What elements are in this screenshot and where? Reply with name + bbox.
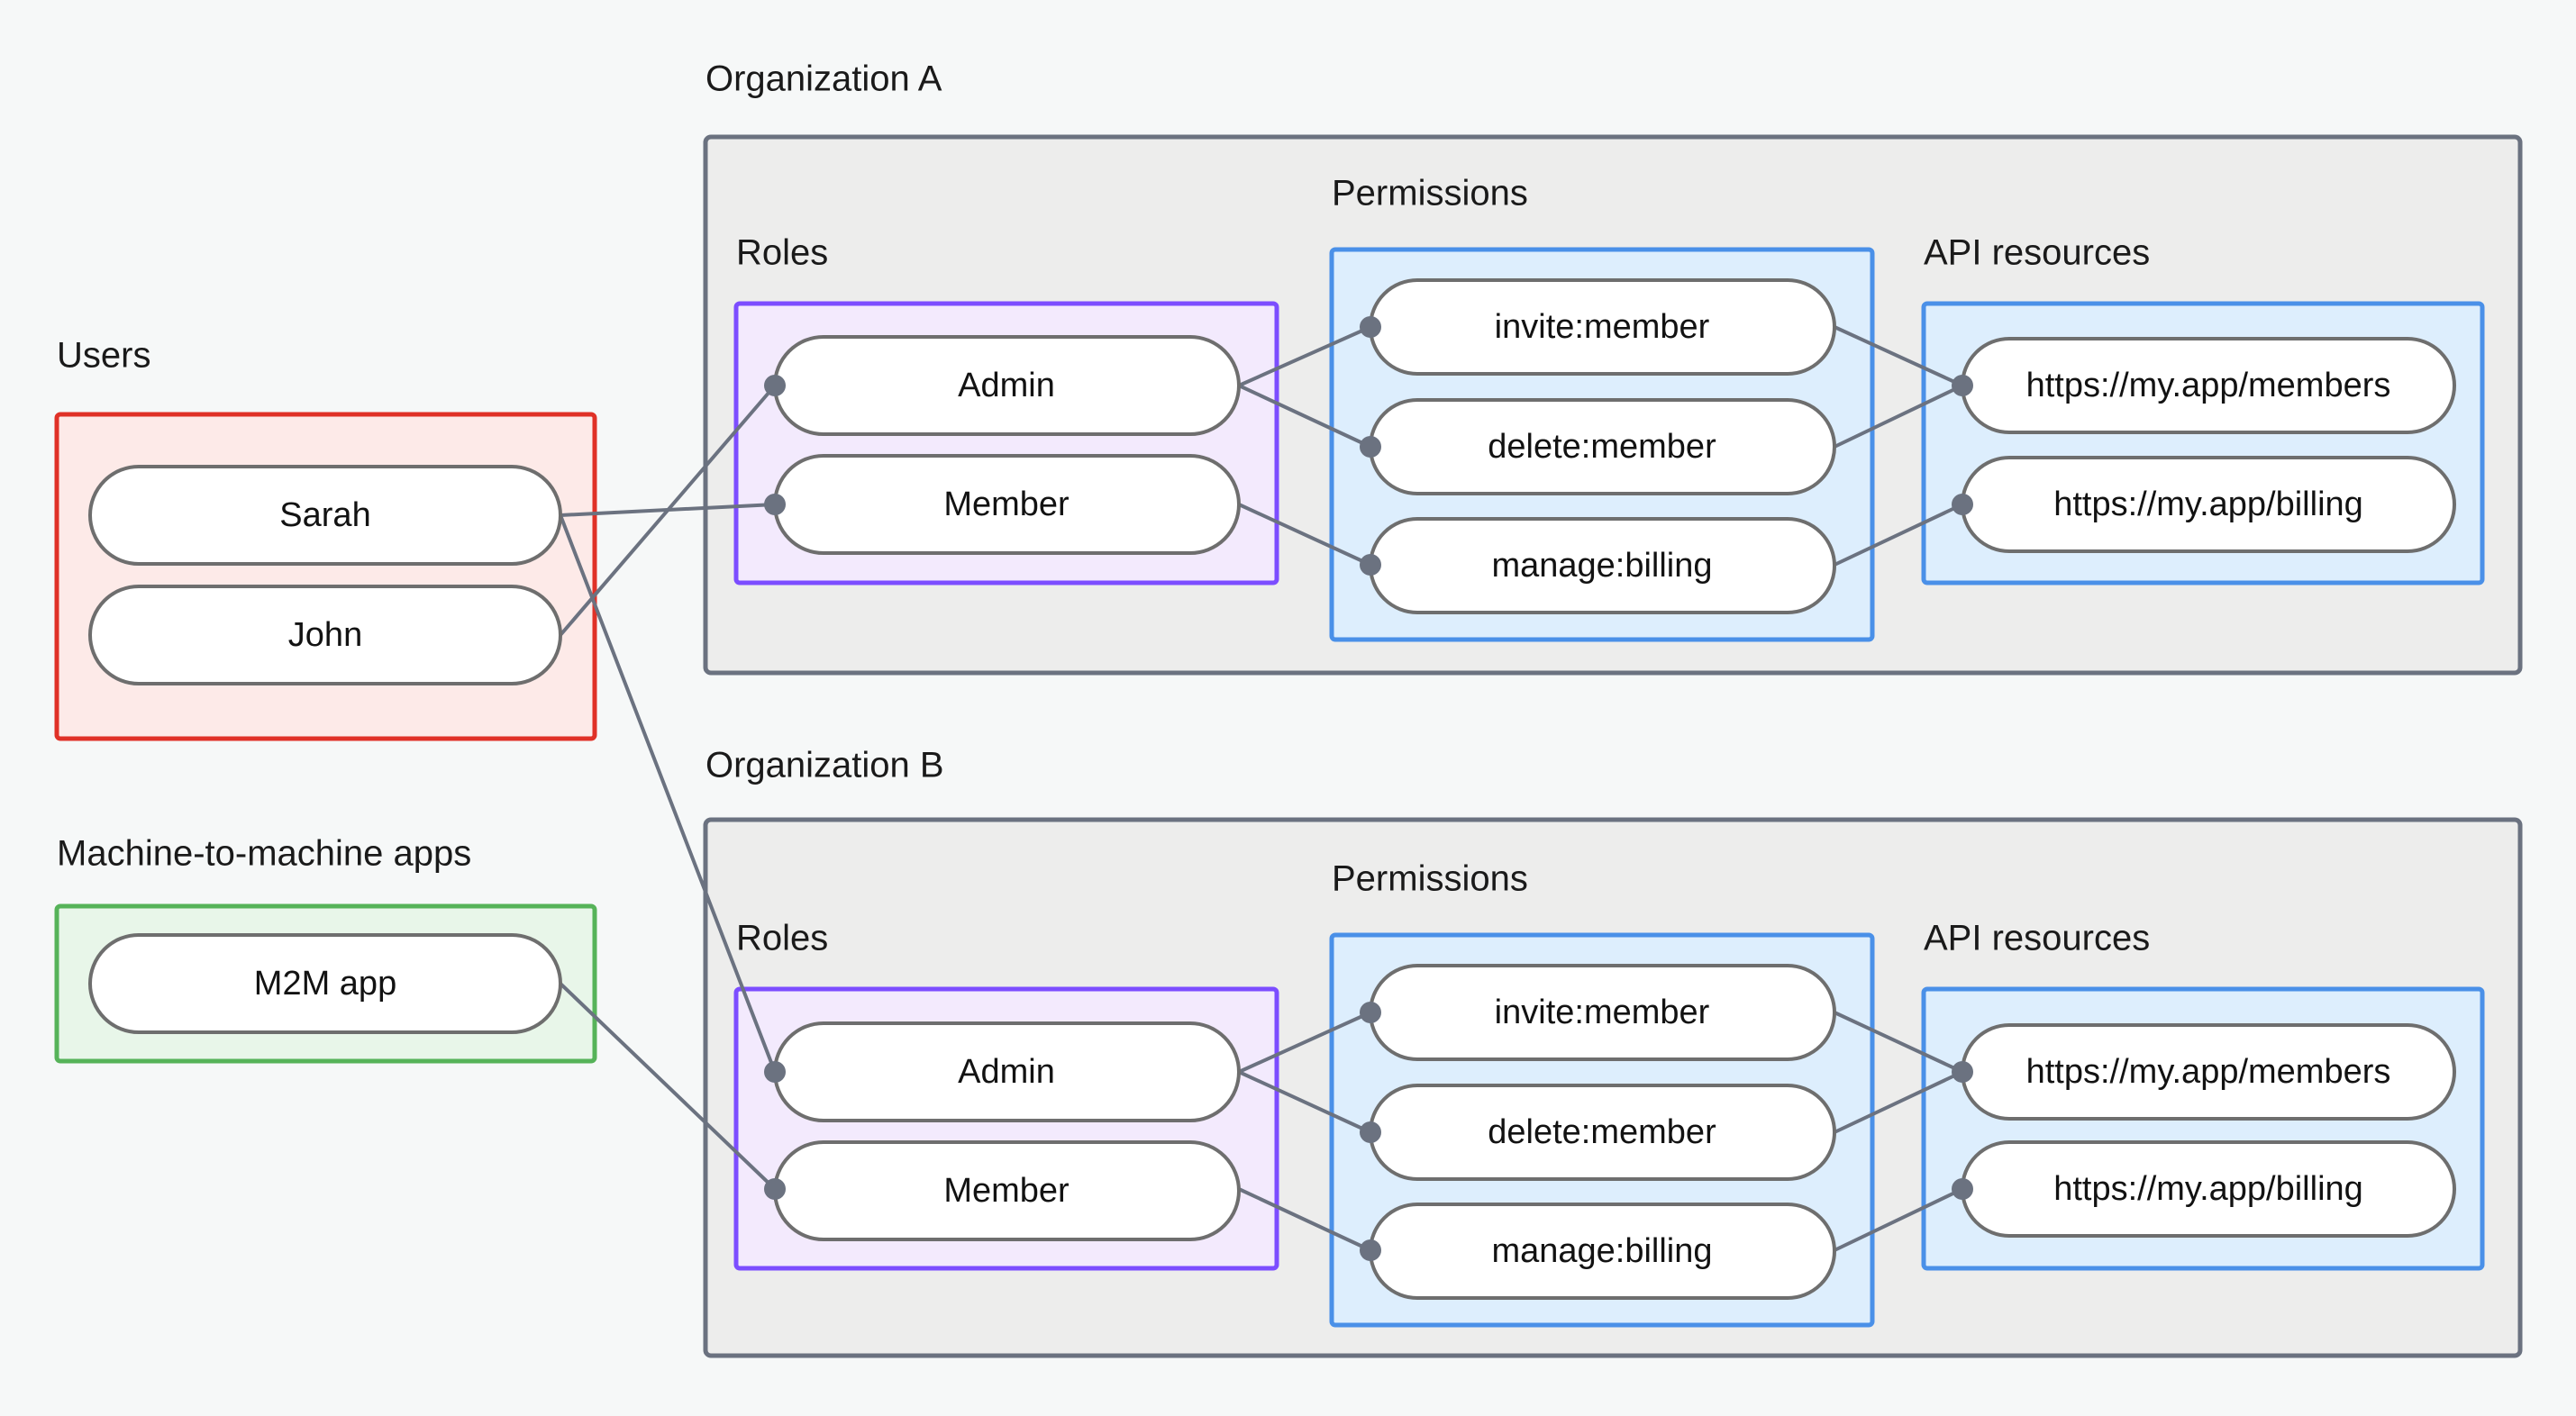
edge-m2m-member-b (559, 982, 777, 1191)
org-a-permission-pill-manage-billing-label: manage:billing (1491, 547, 1712, 585)
org-a-api-pill-members-label: https://my.app/members (2026, 367, 2391, 404)
org-b-api-pill-members[interactable]: https://my.app/members (1961, 1023, 2456, 1121)
edge-delete-a-members (1834, 384, 1963, 449)
edge-admin-a-delete (1238, 384, 1371, 449)
dot-api-billing-b-left (1952, 1178, 1973, 1200)
dot-billing-b-left (1360, 1239, 1381, 1261)
org-b-api-pill-members-label: https://my.app/members (2026, 1053, 2391, 1091)
m2m-pill-app[interactable]: M2M app (88, 933, 562, 1034)
org-b-permission-pill-manage-billing-label: manage:billing (1491, 1232, 1712, 1270)
dot-api-billing-a-left (1952, 494, 1973, 515)
org-b-role-pill-member[interactable]: Member (773, 1140, 1241, 1241)
org-b-permissions-title: Permissions (1332, 859, 1528, 899)
org-b-permission-pill-delete-member-label: delete:member (1488, 1113, 1716, 1151)
org-b-roles-title: Roles (736, 919, 828, 958)
edge-endpoint-dots (764, 316, 1973, 1261)
org-a-title: Organization A (705, 59, 942, 99)
org-b-role-pill-admin-label: Admin (958, 1053, 1055, 1091)
dot-delete-b-left (1360, 1121, 1381, 1143)
edge-invite-b-members (1834, 1011, 1963, 1074)
org-a-api-pill-members[interactable]: https://my.app/members (1961, 337, 2456, 434)
edges-layer (559, 325, 1963, 1252)
users-title: Users (57, 336, 150, 376)
org-b-permission-pill-delete-member[interactable]: delete:member (1369, 1084, 1836, 1181)
dot-invite-a-left (1360, 316, 1381, 338)
dot-api-members-a-left (1952, 375, 1973, 396)
dot-api-members-b-left (1952, 1061, 1973, 1083)
edge-admin-b-delete (1238, 1070, 1371, 1134)
dot-member-a-left (764, 494, 786, 515)
edge-invite-a-members (1834, 325, 1963, 387)
org-a-role-pill-member-label: Member (943, 486, 1070, 523)
user-pill-sarah-label: Sarah (279, 496, 370, 534)
org-a-permission-pill-delete-member-label: delete:member (1488, 428, 1716, 466)
org-b-title: Organization B (705, 746, 944, 785)
org-b-permission-pill-invite-member[interactable]: invite:member (1369, 964, 1836, 1061)
org-a-api-pill-billing[interactable]: https://my.app/billing (1961, 456, 2456, 553)
dot-member-b-left (764, 1178, 786, 1200)
org-b-api-pill-billing-label: https://my.app/billing (2053, 1170, 2363, 1208)
org-a-role-pill-admin-label: Admin (958, 367, 1055, 404)
edge-admin-b-invite (1238, 1011, 1371, 1074)
edge-member-a-billing (1238, 503, 1371, 567)
org-b-role-pill-admin[interactable]: Admin (773, 1021, 1241, 1122)
user-pill-john-label: John (288, 616, 362, 654)
org-b-role-pill-member-label: Member (943, 1172, 1070, 1210)
edge-admin-a-invite (1238, 325, 1371, 387)
m2m-pill-app-label: M2M app (254, 965, 396, 1003)
org-a-role-pill-member[interactable]: Member (773, 454, 1241, 555)
org-b-permission-pill-invite-member-label: invite:member (1495, 994, 1710, 1031)
edge-billing-b-billing (1834, 1187, 1963, 1252)
edge-sarah-admin-b (559, 514, 777, 1073)
org-a-permissions-title: Permissions (1332, 174, 1528, 213)
edge-billing-a-billing (1834, 503, 1963, 567)
dot-delete-a-left (1360, 436, 1381, 458)
users-box (54, 412, 597, 741)
edge-john-admin-a (559, 384, 777, 637)
user-pill-sarah[interactable]: Sarah (88, 465, 562, 566)
org-b-api-title: API resources (1924, 919, 2150, 958)
org-b-api-pill-billing[interactable]: https://my.app/billing (1961, 1140, 2456, 1238)
org-a-api-title: API resources (1924, 233, 2150, 273)
edge-member-b-billing (1238, 1187, 1371, 1252)
org-a-permission-pill-invite-member[interactable]: invite:member (1369, 278, 1836, 376)
org-a-role-pill-admin[interactable]: Admin (773, 335, 1241, 436)
org-a-permission-pill-invite-member-label: invite:member (1495, 308, 1710, 346)
org-a-api-pill-billing-label: https://my.app/billing (2053, 486, 2363, 523)
org-a-roles-title: Roles (736, 233, 828, 273)
dot-billing-a-left (1360, 554, 1381, 576)
dot-admin-b-left (764, 1061, 786, 1083)
user-pill-john[interactable]: John (88, 585, 562, 685)
m2m-title: Machine-to-machine apps (57, 834, 471, 874)
org-b-permission-pill-manage-billing[interactable]: manage:billing (1369, 1203, 1836, 1300)
dot-admin-a-left (764, 375, 786, 396)
org-a-permission-pill-delete-member[interactable]: delete:member (1369, 398, 1836, 495)
edge-delete-b-members (1834, 1070, 1963, 1134)
dot-invite-b-left (1360, 1002, 1381, 1023)
org-a-permission-pill-manage-billing[interactable]: manage:billing (1369, 517, 1836, 614)
